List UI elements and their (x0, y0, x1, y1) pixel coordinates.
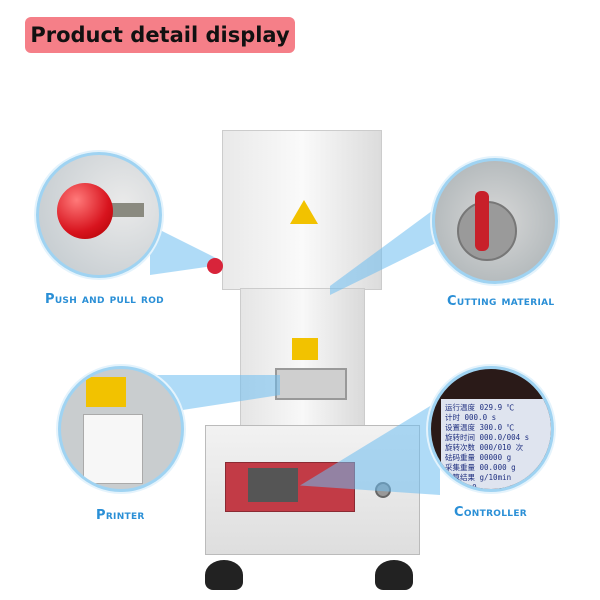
hand-warning-icon (292, 338, 318, 360)
push-pull-rod-knob (207, 258, 223, 274)
controller-screen: 运行温度 029.9 ℃ 计时 000.0 s 设置温度 300.0 ℃ 旋转时… (441, 399, 551, 492)
label-push-pull-rod: Push and pull rod (45, 292, 164, 307)
screen-row: 运行温度 029.9 ℃ (445, 403, 515, 412)
detail-push-pull-rod (36, 152, 162, 278)
screen-row: 计算结果 g/10min (445, 473, 512, 482)
screen-row: 旋转时间 000.0/004 s (445, 433, 530, 442)
screen-row: 设置温度 300.0 ℃ (445, 423, 515, 432)
hand-warning-icon (86, 377, 126, 407)
warning-icon (290, 200, 318, 224)
label-printer: Printer (96, 508, 145, 523)
screen-row: 旋转次数 000/010 次 (445, 443, 524, 452)
detail-controller: 运行温度 029.9 ℃ 计时 000.0 s 设置温度 300.0 ℃ 旋转时… (428, 366, 554, 492)
foot-left (205, 560, 243, 590)
cutter-arm (475, 191, 489, 251)
printer-slot (275, 368, 347, 400)
printer-paper (83, 414, 143, 484)
foot-right (375, 560, 413, 590)
label-controller: Controller (454, 505, 527, 520)
screen-row: 采集重量 00.000 g (445, 463, 516, 472)
panel-display (248, 468, 298, 502)
screen-row: 砝码重量 00000 g (445, 453, 512, 462)
screen-row: 计时 000.0 s (445, 413, 497, 422)
detail-cutting-material (432, 158, 558, 284)
page-title: Product detail display (25, 17, 295, 53)
label-cutting-material: Cutting material (447, 294, 555, 309)
screen-row: 16-07-0 (445, 483, 477, 492)
detail-printer (58, 366, 184, 492)
red-knob (57, 183, 113, 239)
